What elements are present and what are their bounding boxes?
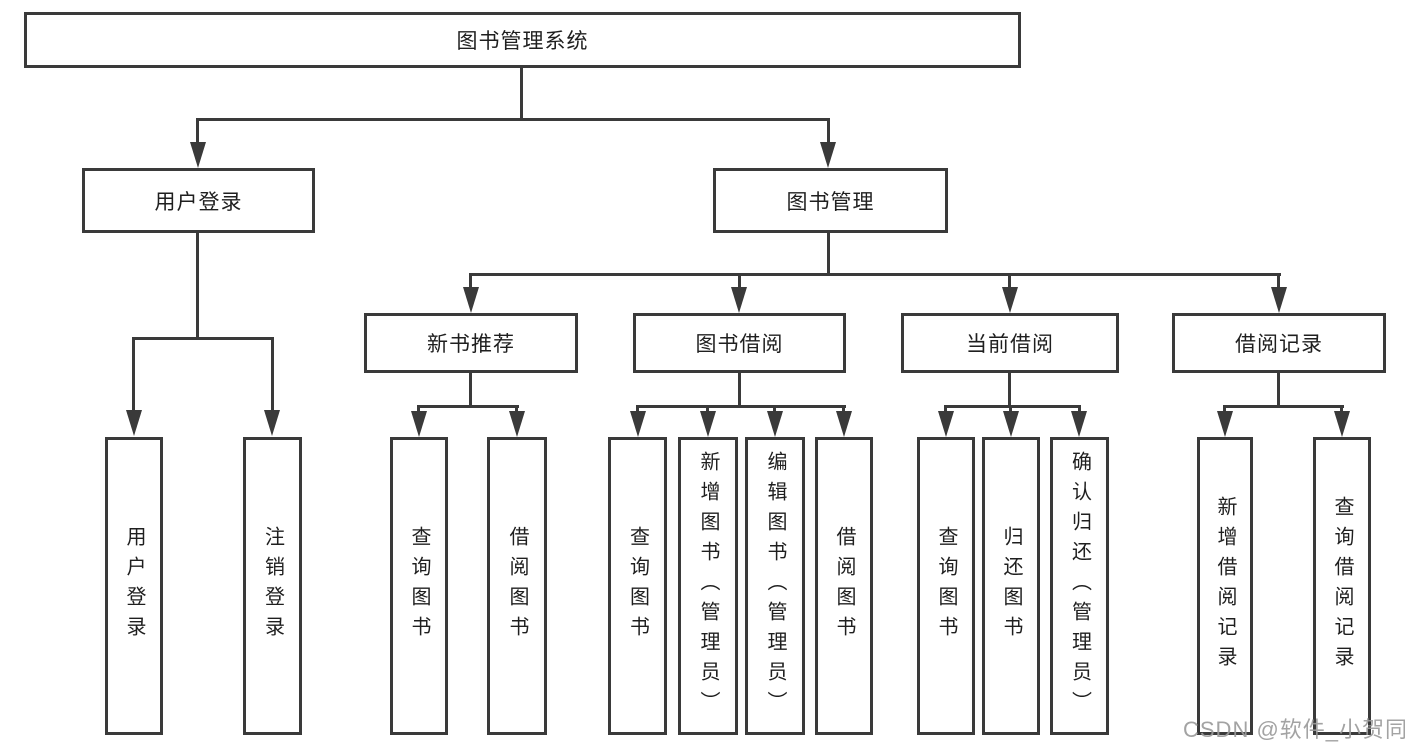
arrowhead-down-icon bbox=[1071, 411, 1087, 437]
arrowhead-down-icon bbox=[509, 411, 525, 437]
connector-vline bbox=[1008, 373, 1011, 406]
node-label: 新增图书（管理员） bbox=[697, 451, 719, 721]
node-label: 图书借阅 bbox=[695, 333, 784, 356]
node-label: 借阅记录 bbox=[1235, 333, 1323, 356]
arrowhead-down-icon bbox=[190, 142, 206, 168]
node-book-management: 图书管理 bbox=[713, 168, 948, 233]
node-label: 查询借阅记录 bbox=[1331, 496, 1353, 676]
leaf-query-book-current: 查询图书 bbox=[917, 437, 975, 735]
arrowhead-down-icon bbox=[1334, 411, 1350, 437]
connector-vline bbox=[636, 405, 639, 415]
node-label: 借阅图书 bbox=[833, 526, 855, 646]
connector-vline bbox=[773, 405, 776, 415]
leaf-add-borrow-record: 新增借阅记录 bbox=[1197, 437, 1253, 735]
leaf-query-borrow-record: 查询借阅记录 bbox=[1313, 437, 1371, 735]
arrowhead-down-icon bbox=[463, 287, 479, 313]
connector-hline bbox=[132, 337, 274, 340]
connector-vline bbox=[1008, 273, 1011, 289]
node-label: 查询图书 bbox=[935, 526, 957, 646]
node-label: 查询图书 bbox=[408, 526, 430, 646]
arrowhead-down-icon bbox=[1003, 411, 1019, 437]
connector-vline bbox=[1277, 373, 1280, 406]
connector-vline bbox=[944, 405, 947, 415]
node-label: 新书推荐 bbox=[427, 333, 515, 356]
connector-vline bbox=[271, 337, 274, 413]
node-user-login: 用户登录 bbox=[82, 168, 315, 233]
node-label: 当前借阅 bbox=[966, 333, 1054, 356]
leaf-query-book-borrow: 查询图书 bbox=[608, 437, 667, 735]
connector-vline bbox=[1340, 405, 1343, 415]
connector-hline bbox=[469, 273, 1281, 276]
arrowhead-down-icon bbox=[1271, 287, 1287, 313]
node-label: 新增借阅记录 bbox=[1214, 496, 1236, 676]
leaf-add-book-admin: 新增图书（管理员） bbox=[678, 437, 738, 735]
leaf-logout: 注销登录 bbox=[243, 437, 302, 735]
connector-vline bbox=[469, 273, 472, 289]
connector-vline bbox=[196, 233, 199, 337]
node-library-system: 图书管理系统 bbox=[24, 12, 1021, 68]
connector-vline bbox=[827, 118, 830, 145]
connector-vline bbox=[1223, 405, 1226, 415]
leaf-query-book-recommend: 查询图书 bbox=[390, 437, 448, 735]
leaf-borrow-book: 借阅图书 bbox=[815, 437, 873, 735]
node-label: 借阅图书 bbox=[506, 526, 528, 646]
node-book-borrow: 图书借阅 bbox=[633, 313, 846, 373]
connector-vline bbox=[417, 405, 420, 415]
connector-vline bbox=[706, 405, 709, 415]
leaf-borrow-book-recommend: 借阅图书 bbox=[487, 437, 547, 735]
connector-hline bbox=[1223, 405, 1344, 408]
connector-vline bbox=[520, 68, 523, 118]
connector-hline bbox=[196, 118, 830, 121]
connector-vline bbox=[469, 373, 472, 406]
node-label: 编辑图书（管理员） bbox=[764, 451, 786, 721]
connector-vline bbox=[827, 233, 830, 273]
node-label: 查询图书 bbox=[626, 526, 649, 646]
node-label: 用户登录 bbox=[154, 190, 243, 214]
arrowhead-down-icon bbox=[820, 142, 836, 168]
arrowhead-down-icon bbox=[264, 410, 280, 436]
connector-vline bbox=[738, 273, 741, 289]
arrowhead-down-icon bbox=[938, 411, 954, 437]
watermark-text: CSDN @软件_小贺同学 bbox=[1183, 717, 1405, 742]
node-label: 归还图书 bbox=[1000, 526, 1022, 646]
node-borrow-record: 借阅记录 bbox=[1172, 313, 1386, 373]
node-label: 图书管理 bbox=[786, 190, 875, 214]
node-label: 图书管理系统 bbox=[456, 30, 589, 53]
node-label: 确认归还（管理员） bbox=[1068, 451, 1091, 721]
node-label: 注销登录 bbox=[261, 526, 284, 646]
arrowhead-down-icon bbox=[630, 411, 646, 437]
leaf-confirm-return-admin: 确认归还（管理员） bbox=[1050, 437, 1109, 735]
connector-hline bbox=[636, 405, 846, 408]
connector-vline bbox=[1078, 405, 1081, 415]
connector-hline bbox=[417, 405, 519, 408]
connector-hline bbox=[944, 405, 1081, 408]
connector-vline bbox=[842, 405, 845, 415]
connector-vline bbox=[738, 373, 741, 406]
arrowhead-down-icon bbox=[767, 411, 783, 437]
connector-vline bbox=[1277, 273, 1280, 289]
arrowhead-down-icon bbox=[700, 411, 716, 437]
leaf-edit-book-admin: 编辑图书（管理员） bbox=[745, 437, 805, 735]
arrowhead-down-icon bbox=[126, 410, 142, 436]
arrowhead-down-icon bbox=[731, 287, 747, 313]
arrowhead-down-icon bbox=[1002, 287, 1018, 313]
leaf-user-login: 用户登录 bbox=[105, 437, 163, 735]
arrowhead-down-icon bbox=[411, 411, 427, 437]
node-current-borrow: 当前借阅 bbox=[901, 313, 1119, 373]
leaf-return-book: 归还图书 bbox=[982, 437, 1040, 735]
connector-vline bbox=[515, 405, 518, 415]
connector-vline bbox=[1009, 405, 1012, 415]
connector-vline bbox=[196, 118, 199, 145]
node-new-book-recommend: 新书推荐 bbox=[364, 313, 578, 373]
node-label: 用户登录 bbox=[123, 526, 145, 646]
arrowhead-down-icon bbox=[836, 411, 852, 437]
arrowhead-down-icon bbox=[1217, 411, 1233, 437]
connector-vline bbox=[132, 337, 135, 413]
